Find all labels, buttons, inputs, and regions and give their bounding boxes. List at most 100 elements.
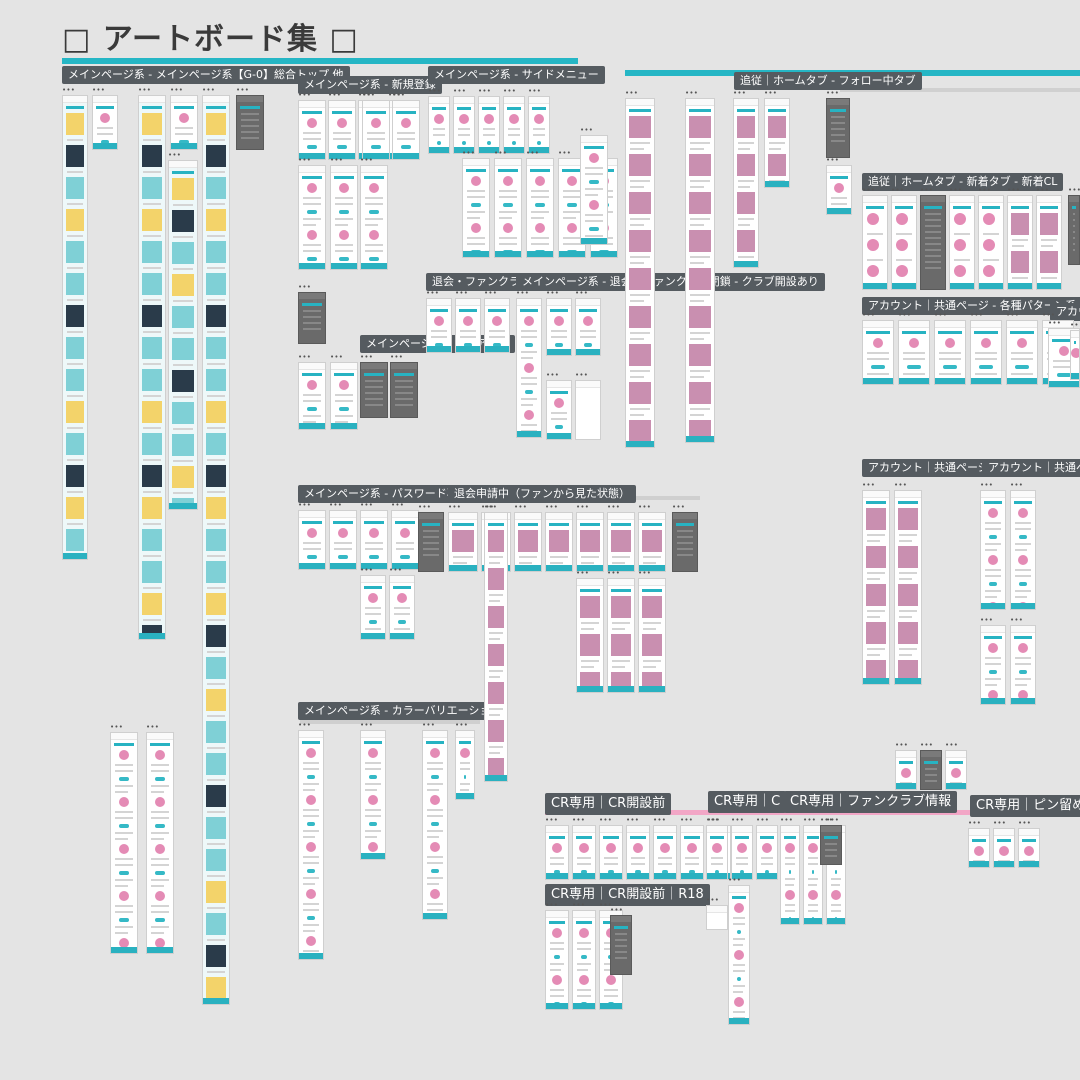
artboard-thumbnail[interactable] bbox=[610, 915, 632, 975]
artboard-thumbnail[interactable] bbox=[731, 825, 753, 880]
artboard-menu-dots[interactable]: • • • bbox=[503, 87, 516, 95]
artboard-menu-dots[interactable]: • • • bbox=[455, 721, 468, 729]
artboard-menu-dots[interactable]: • • • bbox=[389, 566, 402, 574]
artboard-menu-dots[interactable]: • • • bbox=[826, 816, 839, 824]
artboard-thumbnail[interactable] bbox=[820, 825, 842, 865]
artboard-menu-dots[interactable]: • • • bbox=[576, 503, 589, 511]
artboard-thumbnail[interactable] bbox=[360, 362, 388, 418]
artboard-menu-dots[interactable]: • • • bbox=[146, 723, 159, 731]
artboard-thumbnail[interactable] bbox=[391, 510, 419, 570]
artboard-menu-dots[interactable]: • • • bbox=[236, 86, 249, 94]
artboard-menu-dots[interactable]: • • • bbox=[330, 156, 343, 164]
artboard-menu-dots[interactable]: • • • bbox=[672, 503, 685, 511]
group-label-account-cut[interactable]: アカウ bbox=[1050, 303, 1080, 321]
artboard-thumbnail[interactable] bbox=[236, 95, 264, 150]
artboard-thumbnail[interactable] bbox=[706, 905, 728, 930]
artboard-thumbnail[interactable] bbox=[428, 96, 450, 154]
artboard-thumbnail[interactable] bbox=[862, 195, 888, 290]
artboard-thumbnail[interactable] bbox=[330, 165, 358, 270]
artboard-thumbnail[interactable] bbox=[626, 825, 650, 880]
artboard-menu-dots[interactable]: • • • bbox=[980, 481, 993, 489]
artboard-menu-dots[interactable]: • • • bbox=[685, 89, 698, 97]
artboard-menu-dots[interactable]: • • • bbox=[680, 816, 693, 824]
artboard-menu-dots[interactable]: • • • bbox=[599, 901, 612, 909]
group-label-account-patterns[interactable]: アカウント｜共通ページ - 各種パターン系 bbox=[862, 297, 1080, 315]
artboard-thumbnail[interactable] bbox=[1006, 320, 1038, 385]
artboard-menu-dots[interactable]: • • • bbox=[653, 816, 666, 824]
artboard-thumbnail[interactable] bbox=[298, 362, 326, 430]
artboard-menu-dots[interactable]: • • • bbox=[390, 353, 403, 361]
group-label-new-tab[interactable]: 追従｜ホームタブ - 新着タブ - 新着CL bbox=[862, 173, 1064, 191]
artboard-thumbnail[interactable] bbox=[392, 100, 420, 160]
artboard-thumbnail[interactable] bbox=[362, 100, 390, 160]
artboard-menu-dots[interactable]: • • • bbox=[1042, 311, 1055, 319]
artboard-menu-dots[interactable]: • • • bbox=[362, 91, 375, 99]
artboard-thumbnail[interactable] bbox=[575, 380, 601, 440]
artboard-thumbnail[interactable] bbox=[968, 828, 990, 868]
artboard-menu-dots[interactable]: • • • bbox=[580, 126, 593, 134]
artboard-thumbnail[interactable] bbox=[110, 732, 138, 954]
artboard-menu-dots[interactable]: • • • bbox=[202, 86, 215, 94]
artboard-menu-dots[interactable]: • • • bbox=[484, 289, 497, 297]
artboard-menu-dots[interactable]: • • • bbox=[298, 91, 311, 99]
artboard-menu-dots[interactable]: • • • bbox=[360, 501, 373, 509]
artboard-menu-dots[interactable]: • • • bbox=[826, 156, 839, 164]
artboard-thumbnail[interactable] bbox=[494, 158, 522, 258]
artboard-thumbnail[interactable] bbox=[826, 165, 852, 215]
artboard-thumbnail[interactable] bbox=[978, 195, 1004, 290]
artboard-menu-dots[interactable]: • • • bbox=[607, 569, 620, 577]
artboard-thumbnail[interactable] bbox=[484, 298, 510, 353]
artboard-thumbnail[interactable] bbox=[484, 512, 508, 782]
artboard-thumbnail[interactable] bbox=[329, 510, 357, 570]
artboard-menu-dots[interactable]: • • • bbox=[894, 481, 907, 489]
group-label-cr-pin[interactable]: CR専用｜ピン留め bbox=[970, 795, 1080, 817]
artboard-menu-dots[interactable]: • • • bbox=[546, 289, 559, 297]
artboard-thumbnail[interactable] bbox=[514, 512, 542, 572]
artboard-menu-dots[interactable]: • • • bbox=[706, 896, 719, 904]
artboard-menu-dots[interactable]: • • • bbox=[545, 901, 558, 909]
artboard-thumbnail[interactable] bbox=[862, 320, 894, 385]
artboard-menu-dots[interactable]: • • • bbox=[898, 311, 911, 319]
artboard-menu-dots[interactable]: • • • bbox=[545, 503, 558, 511]
artboard-menu-dots[interactable]: • • • bbox=[978, 186, 991, 194]
artboard-menu-dots[interactable]: • • • bbox=[626, 816, 639, 824]
artboard-thumbnail[interactable] bbox=[625, 98, 655, 448]
artboard-menu-dots[interactable]: • • • bbox=[358, 91, 371, 99]
artboard-menu-dots[interactable]: • • • bbox=[298, 501, 311, 509]
artboard-menu-dots[interactable]: • • • bbox=[391, 501, 404, 509]
artboard-menu-dots[interactable]: • • • bbox=[1018, 819, 1031, 827]
artboard-thumbnail[interactable] bbox=[360, 575, 386, 640]
artboard-menu-dots[interactable]: • • • bbox=[1048, 319, 1061, 327]
artboard-menu-dots[interactable]: • • • bbox=[546, 371, 559, 379]
artboard-thumbnail[interactable] bbox=[1010, 490, 1036, 610]
artboard-menu-dots[interactable]: • • • bbox=[1068, 186, 1080, 194]
artboard-menu-dots[interactable]: • • • bbox=[707, 816, 720, 824]
artboard-thumbnail[interactable] bbox=[1010, 625, 1036, 705]
artboard-menu-dots[interactable]: • • • bbox=[638, 569, 651, 577]
artboard-thumbnail[interactable] bbox=[138, 95, 166, 640]
artboard-thumbnail[interactable] bbox=[168, 160, 198, 510]
artboard-thumbnail[interactable] bbox=[891, 195, 917, 290]
group-label-side-menu[interactable]: メインページ系 - サイドメニュー bbox=[428, 66, 605, 84]
artboard-thumbnail[interactable] bbox=[1068, 195, 1080, 265]
artboard-menu-dots[interactable]: • • • bbox=[514, 503, 527, 511]
artboard-menu-dots[interactable]: • • • bbox=[934, 311, 947, 319]
artboard-thumbnail[interactable] bbox=[298, 165, 326, 270]
artboard-thumbnail[interactable] bbox=[580, 135, 608, 245]
artboard-thumbnail[interactable] bbox=[202, 95, 230, 1005]
artboard-menu-dots[interactable]: • • • bbox=[599, 816, 612, 824]
artboard-menu-dots[interactable]: • • • bbox=[945, 741, 958, 749]
artboard-menu-dots[interactable]: • • • bbox=[545, 816, 558, 824]
artboard-menu-dots[interactable]: • • • bbox=[360, 566, 373, 574]
artboard-thumbnail[interactable] bbox=[993, 828, 1015, 868]
artboard-menu-dots[interactable]: • • • bbox=[572, 901, 585, 909]
artboard-menu-dots[interactable]: • • • bbox=[920, 741, 933, 749]
artboard-menu-dots[interactable]: • • • bbox=[625, 89, 638, 97]
artboard-thumbnail[interactable] bbox=[328, 100, 356, 160]
artboard-menu-dots[interactable]: • • • bbox=[1010, 616, 1023, 624]
group-label-follow-tab[interactable]: 追従｜ホームタブ - フォロー中タブ bbox=[734, 72, 922, 90]
artboard-menu-dots[interactable]: • • • bbox=[422, 721, 435, 729]
artboard-thumbnail[interactable] bbox=[545, 825, 569, 880]
artboard-menu-dots[interactable]: • • • bbox=[733, 89, 746, 97]
artboard-menu-dots[interactable]: • • • bbox=[360, 156, 373, 164]
